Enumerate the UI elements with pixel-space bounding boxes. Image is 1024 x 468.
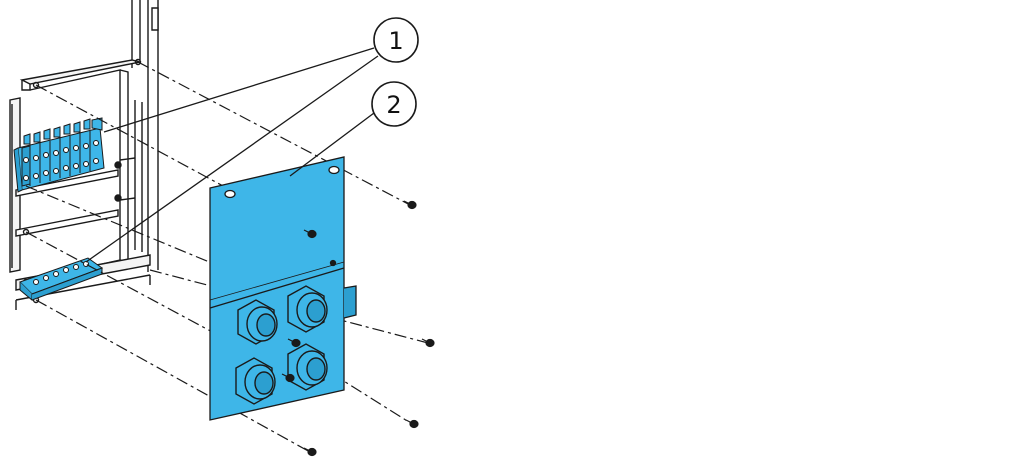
terminal-block-icon — [19, 257, 104, 302]
cable-gland-icon — [237, 299, 278, 345]
terminal-block-icon — [13, 117, 105, 193]
cable-gland-icon — [287, 285, 328, 333]
callout-leaders — [85, 47, 379, 263]
callout-2-label: 2 — [386, 91, 401, 119]
screw-icon — [287, 338, 301, 348]
screw-icon — [303, 447, 317, 457]
screw-icon — [303, 229, 317, 239]
gland-plate — [209, 156, 357, 421]
cable-gland-icon — [287, 343, 328, 391]
screw-icon — [405, 419, 419, 429]
screw-icon — [403, 200, 417, 210]
callout-1: 1 — [373, 17, 419, 63]
screw-icon — [421, 338, 435, 348]
screw-icon — [281, 373, 295, 383]
cable-gland-icon — [235, 357, 276, 405]
callout-2: 2 — [371, 81, 417, 127]
callout-1-label: 1 — [388, 27, 403, 55]
